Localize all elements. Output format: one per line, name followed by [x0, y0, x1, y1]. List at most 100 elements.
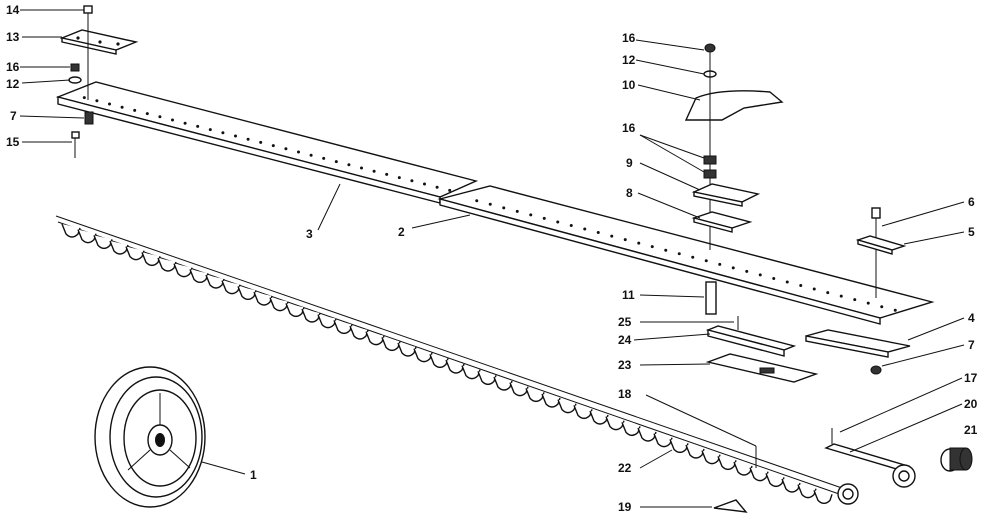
bolt-hole — [623, 238, 627, 242]
label-2: 2 — [398, 225, 405, 239]
bolt-hole — [360, 166, 363, 170]
knife-tooth — [813, 490, 833, 505]
part-2-holes — [475, 199, 897, 312]
knife-tooth — [525, 388, 545, 403]
label-3: 3 — [306, 227, 313, 241]
leader-lines — [19, 9, 965, 508]
knife-tooth — [349, 325, 369, 340]
knife-tooth — [493, 376, 513, 391]
knife-tooth — [253, 291, 273, 306]
bolt-hole — [145, 112, 149, 116]
bolt-hole — [637, 241, 641, 245]
part-2-right-bar — [437, 185, 935, 325]
label-15: 15 — [6, 135, 20, 149]
part-11-bolt — [705, 281, 717, 315]
knife-tooth — [573, 405, 593, 420]
knife-tooth — [93, 235, 113, 250]
knife-tooth — [109, 240, 129, 255]
knife-tooth — [781, 478, 801, 493]
knife-tooth — [717, 456, 737, 471]
bolt-hole — [385, 172, 389, 176]
label-1: 1 — [250, 468, 257, 482]
part-22-knife-section — [55, 215, 859, 505]
knife-tooth — [285, 303, 305, 318]
part-4-plate — [805, 329, 911, 358]
label-10: 10 — [622, 78, 636, 92]
label-22: 22 — [618, 461, 632, 475]
knife-tooth — [157, 257, 177, 272]
bolt-hole — [448, 188, 452, 192]
bolt-hole — [866, 301, 870, 305]
knife-tooth — [749, 467, 769, 482]
label-16: 16 — [622, 31, 636, 45]
knife-tooth — [733, 461, 753, 476]
label-25: 25 — [618, 315, 632, 329]
knife-tooth — [77, 229, 97, 244]
bolt-hole — [334, 160, 338, 164]
knife-tooth — [621, 422, 641, 437]
knife-tooth — [317, 314, 337, 329]
bolt-hole — [435, 185, 439, 189]
knife-tooth — [509, 382, 529, 397]
label-5: 5 — [968, 225, 975, 239]
knife-tooth — [301, 308, 321, 323]
bolt-hole — [529, 213, 533, 217]
bolt-hole — [569, 223, 573, 227]
part-5-plate — [855, 235, 907, 255]
bolt-hole — [183, 121, 187, 125]
knife-tooth — [445, 359, 465, 374]
bolt-hole — [208, 128, 212, 132]
bolt-hole — [664, 248, 668, 252]
label-21: 21 — [964, 423, 978, 437]
part-13-plate — [59, 29, 139, 55]
bolt-hole — [799, 284, 803, 288]
knife-tooth — [365, 331, 385, 346]
bolt-hole — [234, 134, 237, 138]
knife-tooth — [125, 246, 145, 261]
bolt-hole — [772, 276, 776, 280]
bolt-hole — [880, 305, 884, 309]
knife-tooth — [461, 365, 481, 380]
knife-tooth — [333, 320, 353, 335]
label-23: 23 — [618, 358, 632, 372]
bolt-hole — [82, 96, 86, 100]
part-22-teeth — [61, 223, 833, 505]
bolt-hole — [259, 140, 263, 144]
bolt-hole — [196, 124, 200, 128]
part-9-clip — [691, 183, 761, 207]
part-3-holes — [82, 96, 452, 192]
knife-tooth — [269, 297, 289, 312]
bolt-hole — [488, 202, 492, 206]
knife-tooth — [237, 286, 257, 301]
bolt-hole — [108, 102, 111, 106]
bolt-hole — [610, 234, 614, 238]
knife-tooth — [653, 433, 673, 448]
knife-tooth — [685, 444, 705, 459]
bolt-hole — [309, 153, 313, 157]
bolt-hole — [423, 182, 426, 186]
bolt-hole — [284, 147, 288, 151]
bolt-hole — [731, 266, 735, 270]
part-8-plate — [691, 211, 753, 233]
bolt-hole — [397, 176, 401, 180]
knife-tooth — [429, 354, 449, 369]
knife-tooth — [765, 473, 785, 488]
label-7: 7 — [10, 109, 17, 123]
label-16: 16 — [622, 121, 636, 135]
knife-tooth — [141, 252, 161, 267]
bolt-hole — [515, 209, 519, 213]
bolt-hole — [596, 231, 600, 235]
bolt-hole — [812, 287, 816, 291]
bolt-hole — [583, 227, 587, 231]
bolt-hole — [853, 298, 857, 302]
bolt-hole — [893, 308, 897, 312]
bolt-hole — [372, 169, 376, 173]
part-19-section — [713, 499, 748, 513]
knife-tooth — [173, 263, 193, 278]
part-labels: 14 13 16 12 7 15 3 2 16 12 10 16 9 8 6 5… — [6, 3, 978, 514]
label-13: 13 — [6, 30, 20, 44]
bolt-hole — [95, 99, 99, 103]
label-12: 12 — [6, 77, 20, 91]
part-7-nut-right — [870, 365, 882, 375]
bolt-hole — [556, 220, 560, 224]
